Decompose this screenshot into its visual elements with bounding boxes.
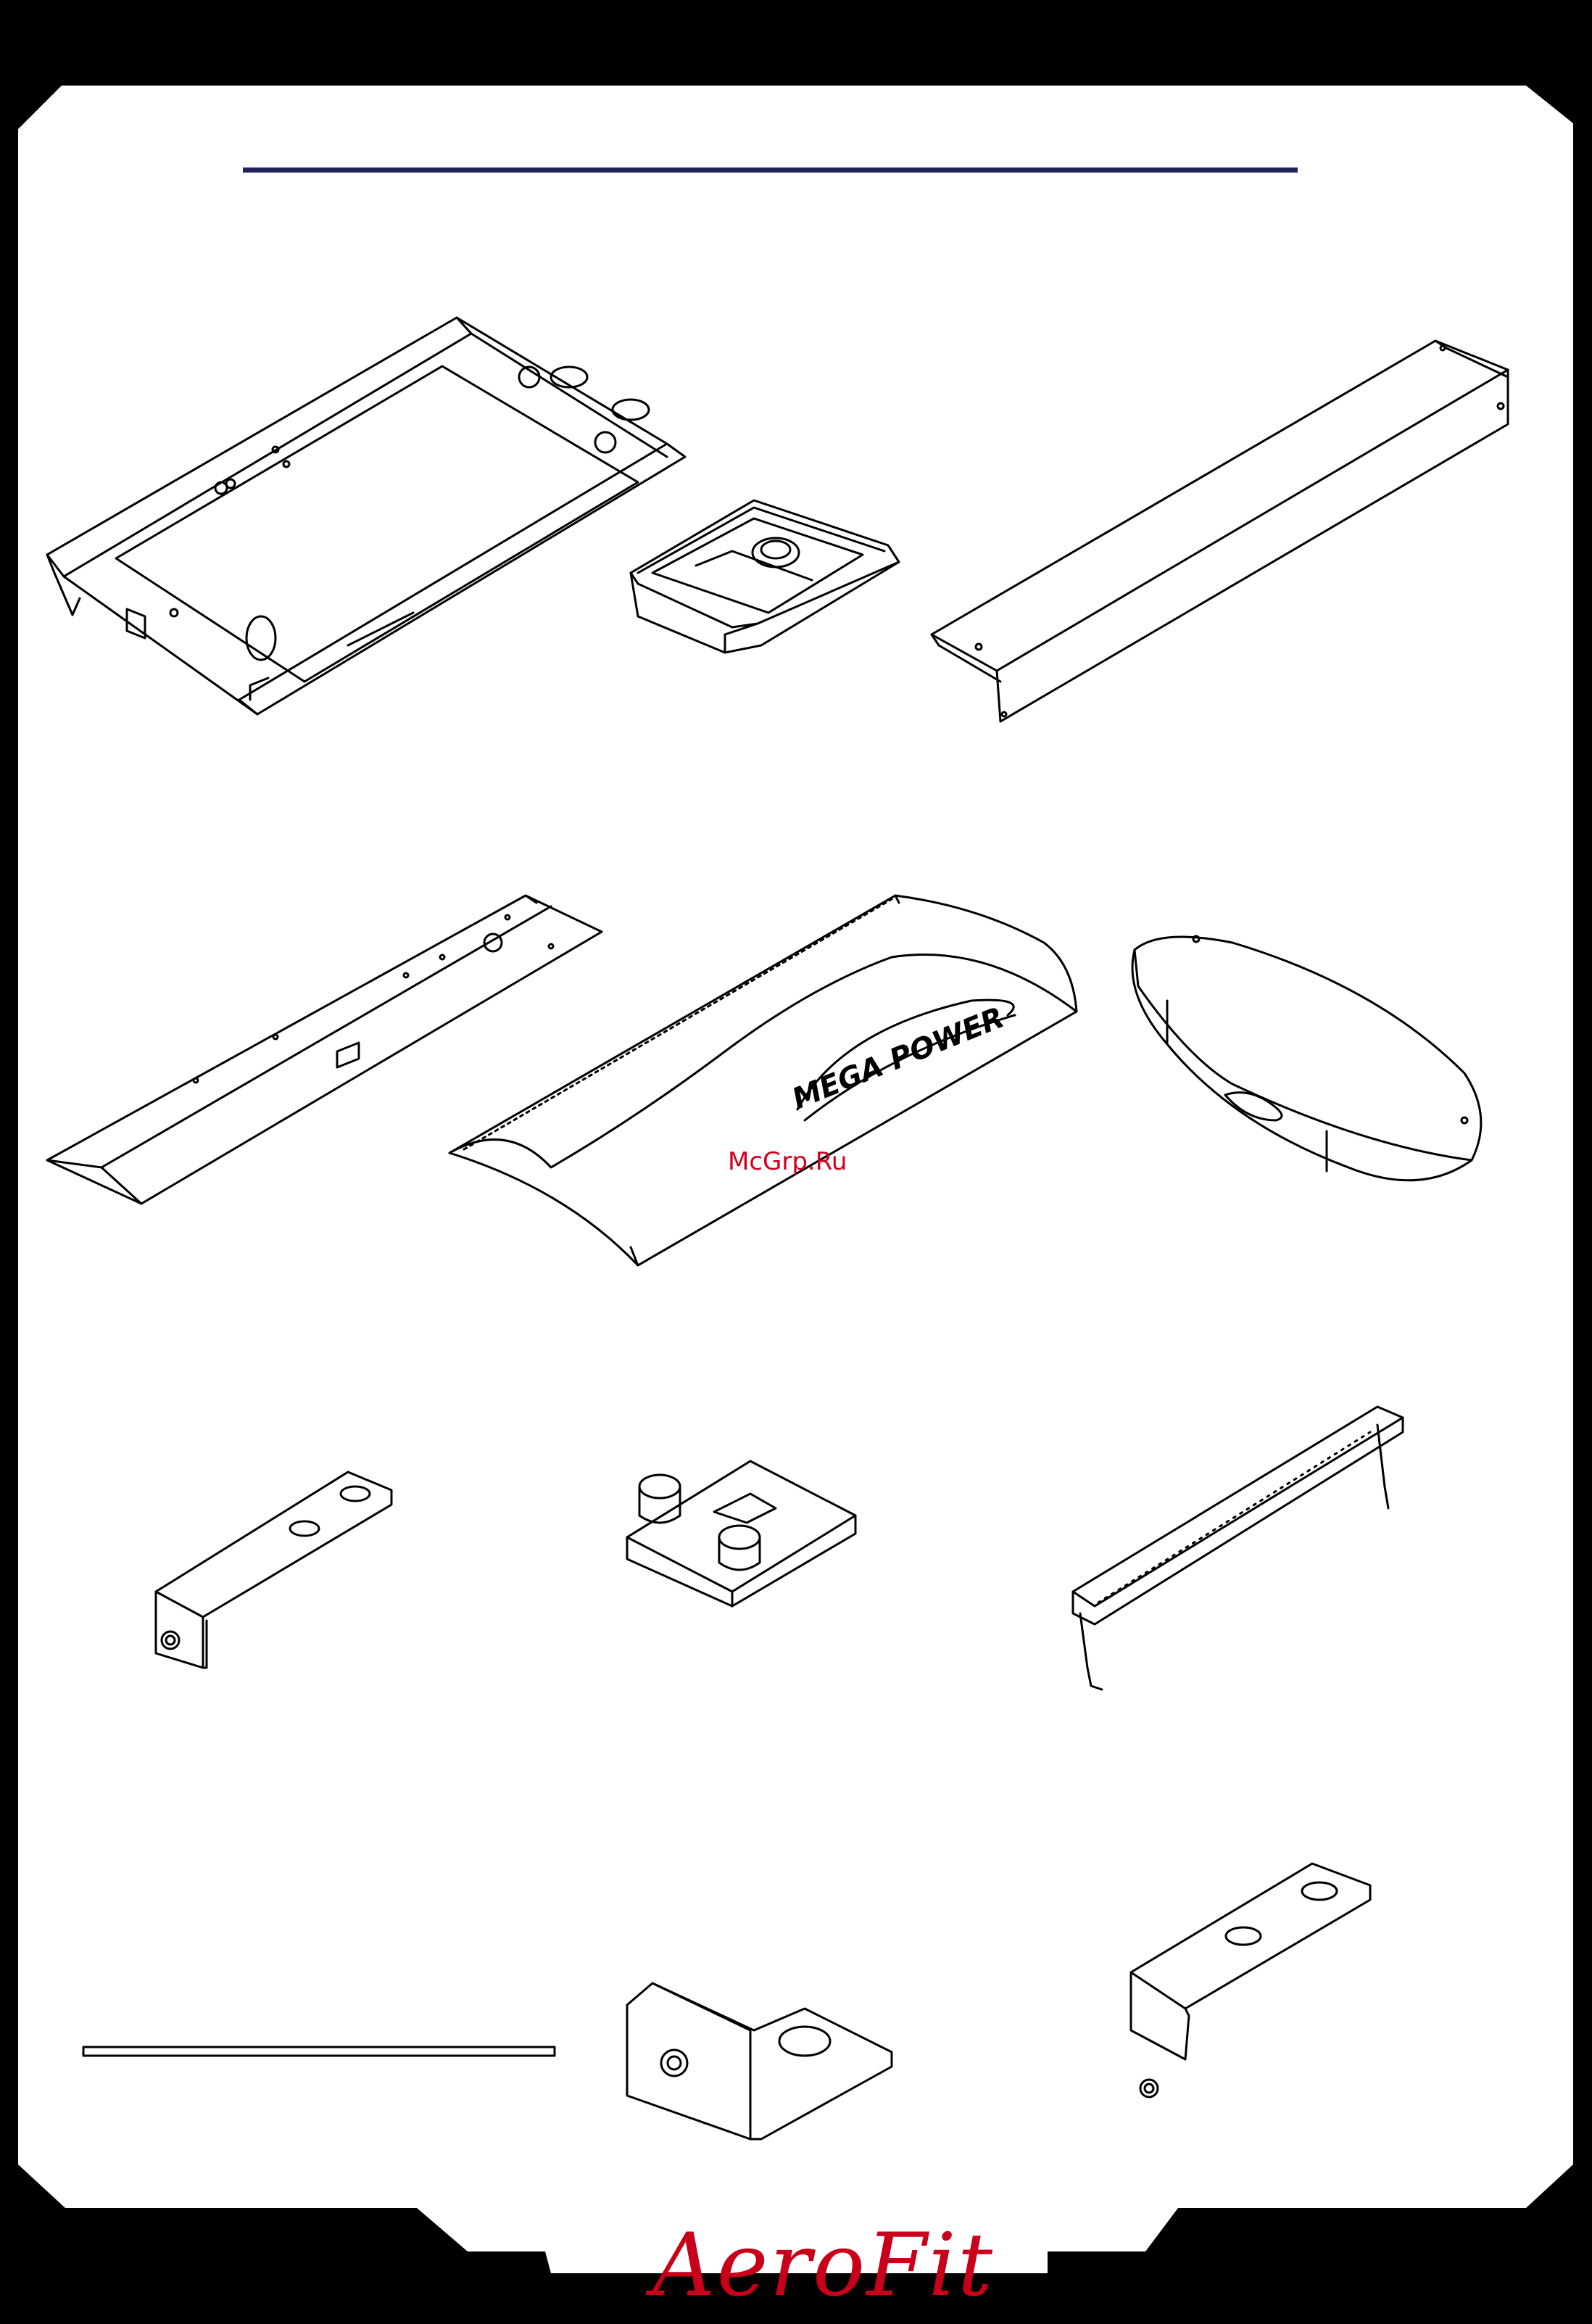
page-panel [18,86,1573,2273]
title-rule [243,168,1298,173]
watermark: McGrp.Ru [728,1147,847,1176]
part-rod [83,2047,555,2056]
aerofit-logo: AeroFit [652,2215,994,2316]
